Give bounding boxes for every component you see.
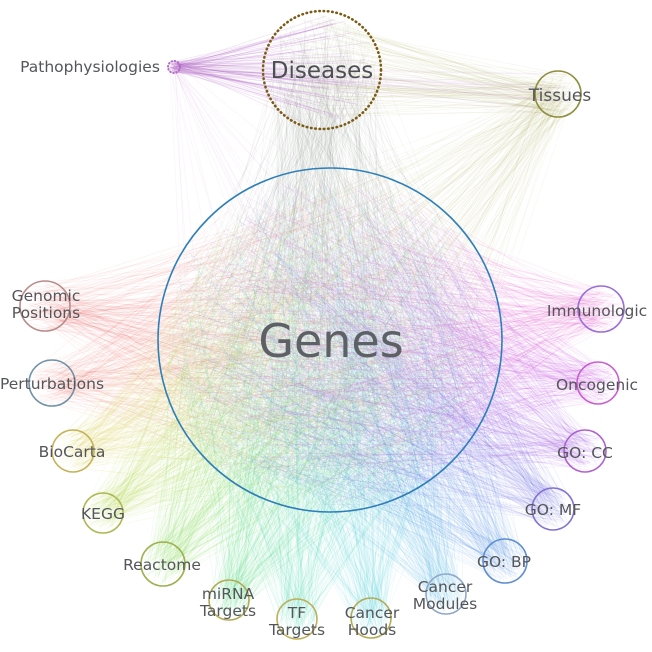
node-diseases[interactable] [261, 9, 383, 131]
node-cancer_modules[interactable] [425, 573, 467, 615]
edge-bundle-genes-cancer_modules [171, 179, 486, 613]
node-cancer_hoods[interactable] [350, 597, 392, 639]
node-mirna_targets[interactable] [208, 579, 250, 621]
node-label-go_cc: GO: CC [557, 444, 613, 462]
node-genomic_positions[interactable] [19, 280, 71, 332]
node-tf_targets[interactable] [276, 598, 318, 640]
node-reactome[interactable] [140, 541, 186, 587]
node-label-perturbations: Perturbations [0, 375, 104, 393]
node-label-oncogenic: Oncogenic [556, 376, 638, 394]
edge-bundle-genes-mirna_targets [171, 181, 494, 618]
node-go_mf[interactable] [531, 487, 575, 531]
node-biocarta[interactable] [51, 429, 95, 473]
edge-bundle-genes-tissues [176, 72, 580, 499]
node-immunologic[interactable] [577, 285, 625, 333]
edge-bundle-pathophysiologies-diseases [168, 15, 371, 122]
node-label-tissues: Tissues [528, 86, 592, 106]
node-label-reactome: Reactome [123, 556, 201, 574]
edge-bundle-genes-reactome [142, 178, 495, 585]
node-go_cc[interactable] [563, 429, 607, 473]
edge-bundle-genes-go_bp [167, 175, 527, 581]
node-genes[interactable] [157, 167, 503, 513]
node-go_bp[interactable] [482, 538, 528, 584]
edge-bundle-genes-go_cc [169, 179, 605, 504]
node-kegg[interactable] [82, 492, 124, 534]
node-label-go_mf: GO: MF [525, 501, 581, 519]
node-label-diseases: Diseases [271, 58, 373, 84]
node-tissues[interactable] [534, 70, 582, 118]
node-label-genes: Genes [258, 314, 403, 368]
edge-bundle-genes-oncogenic [171, 179, 618, 497]
edge-bundle-genes-cancer_hoods [185, 177, 483, 637]
edge-bundle-pathophysiologies-tissues [169, 62, 579, 116]
edge-bundle-genes-immunologic [172, 185, 623, 503]
edge-bundle-genes-diseases [165, 14, 492, 502]
edge-bundle-genes-perturbations [30, 181, 490, 501]
edge-bundle-diseases-tissues [268, 14, 577, 119]
node-pathophysiologies[interactable] [167, 60, 181, 74]
node-label-kegg: KEGG [81, 505, 125, 523]
edge-bundle-genes-biocarta [53, 178, 485, 498]
node-label-go_bp: GO: BP [477, 553, 531, 571]
node-perturbations[interactable] [28, 359, 76, 407]
node-oncogenic[interactable] [576, 361, 620, 405]
edge-bundle-genes-kegg [84, 183, 470, 532]
node-label-immunologic: Immunologic [547, 302, 647, 320]
node-label-biocarta: BioCarta [39, 443, 106, 461]
edge-bundle-genes-pathophysiologies [168, 62, 439, 467]
node-label-pathophysiologies: Pathophysiologies [20, 58, 160, 76]
edge-bundle-genes-genomic_positions [23, 189, 486, 502]
